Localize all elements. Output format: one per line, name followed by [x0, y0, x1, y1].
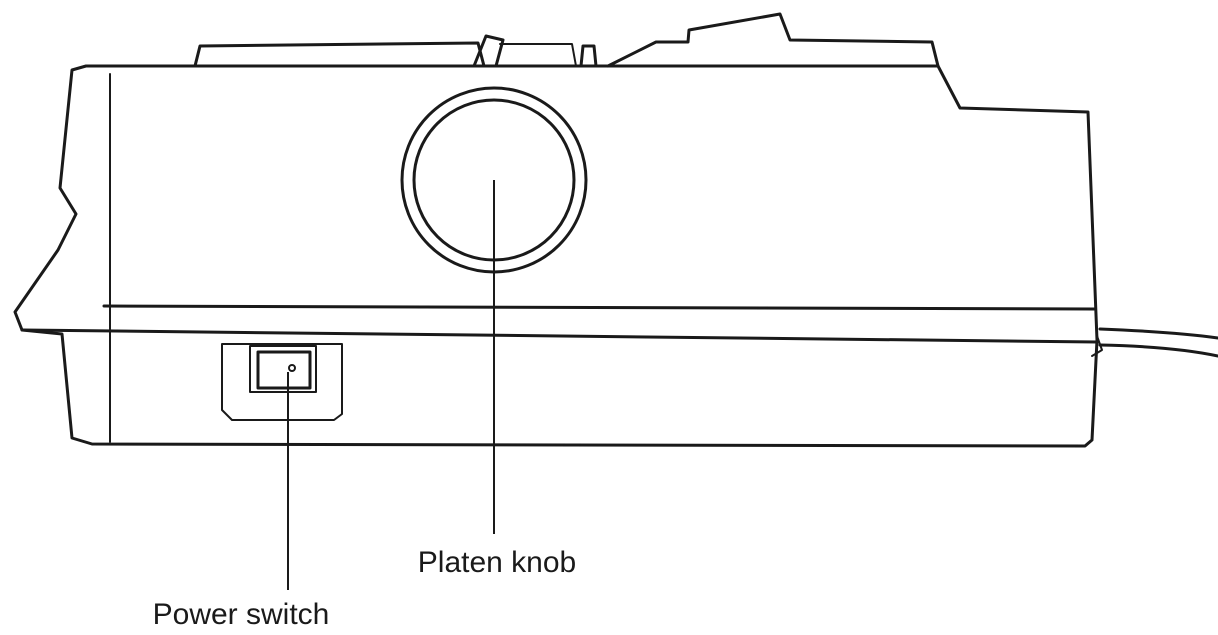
switch-indicator-dot: [288, 364, 296, 372]
base-rear-step: [1091, 335, 1103, 357]
lever-base: [499, 43, 577, 67]
switch-bezel: [249, 345, 317, 393]
printer-body: [13, 64, 1103, 448]
lever-pin: [579, 44, 598, 68]
paper-guide: [193, 41, 486, 68]
release-lever: [472, 34, 505, 68]
switch-rocker: [256, 350, 312, 390]
body-outline: [13, 64, 1099, 448]
body-seam-upper: [102, 304, 1096, 311]
top-assembly: [193, 12, 940, 68]
top-cover-flap: [606, 12, 940, 68]
power-switch-label: Power switch: [153, 598, 330, 631]
body-seam-lower: [20, 328, 1099, 344]
power-switch: [221, 343, 343, 421]
power-cord: [1098, 327, 1218, 358]
platen-knob-label: Platen knob: [418, 546, 576, 579]
switch-recess: [221, 343, 343, 421]
